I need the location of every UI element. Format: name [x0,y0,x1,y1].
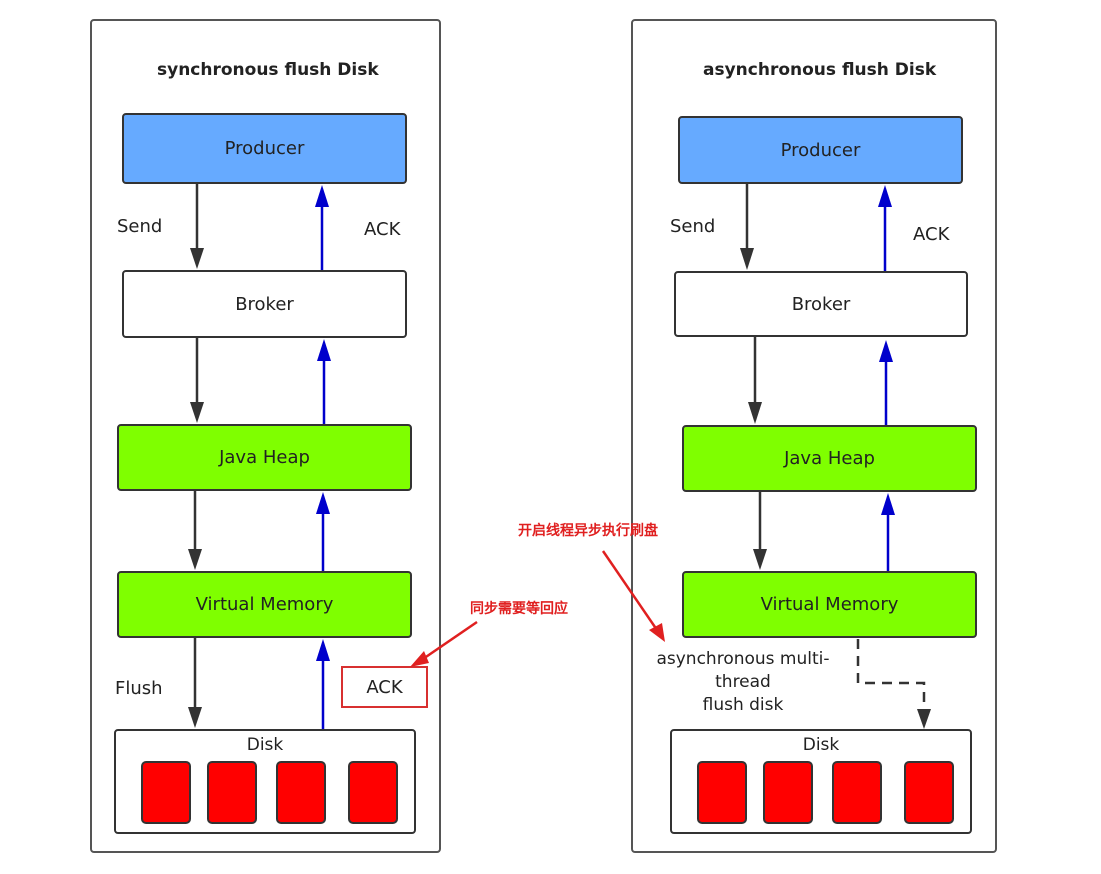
async-heap-to-broker-arrow [879,340,893,425]
sync-wait-annotation: 同步需要等回应 [470,601,568,617]
sync-flush-arrow [188,638,202,728]
async-virtual-memory-box: Virtual Memory [682,571,977,638]
async-send-arrow [740,184,754,270]
disk-block [207,761,257,824]
sync-panel-title: synchronous flush Disk [157,60,379,80]
sync-broker-to-heap-arrow [190,338,204,423]
sync-disk-to-vmem-arrow [316,639,330,729]
sync-send-label: Send [117,216,163,237]
sync-send-arrow [190,184,204,269]
async-flush-dashed-arrow [856,639,931,729]
disk-block [276,761,326,824]
async-heap-to-vmem-arrow [753,492,767,570]
async-producer-box: Producer [678,116,963,184]
async-disk: Disk [670,729,972,834]
sync-vmem-to-heap-arrow [316,492,330,571]
async-vmem-to-heap-arrow [881,493,895,571]
disk-block [904,761,954,824]
sync-producer-box: Producer [122,113,407,184]
async-panel-title: asynchronous flush Disk [703,60,937,80]
disk-block [348,761,398,824]
disk-block [141,761,191,824]
sync-ack-label: ACK [364,219,401,240]
async-java-heap-box: Java Heap [682,425,977,492]
async-flush-note: asynchronous multi- thread flush disk [648,648,838,717]
async-send-label: Send [670,216,716,237]
sync-java-heap-box: Java Heap [117,424,412,491]
sync-virtual-memory-box: Virtual Memory [117,571,412,638]
sync-ack-arrow [315,185,329,270]
sync-heap-to-broker-arrow [317,339,331,424]
async-flush-note-line: asynchronous multi- [656,649,830,669]
sync-annotation-pointer-arrow [410,620,478,667]
disk-block [697,761,747,824]
async-ack-label: ACK [913,224,950,245]
sync-broker-box: Broker [122,270,407,338]
async-broker-box: Broker [674,271,968,337]
sync-disk: Disk [114,729,416,834]
sync-ack-box: ACK [341,666,428,708]
sync-disk-label: Disk [246,735,284,755]
async-annotation-pointer-arrow [601,550,665,642]
async-disk-label: Disk [802,735,840,755]
sync-heap-to-vmem-arrow [188,491,202,570]
async-flush-note-line: thread [715,672,771,692]
async-flush-note-line: flush disk [702,695,784,715]
sync-flush-label: Flush [115,678,163,699]
disk-block [832,761,882,824]
async-thread-annotation: 开启线程异步执行刷盘 [518,523,658,539]
async-broker-to-heap-arrow [748,337,762,424]
disk-block [763,761,813,824]
async-ack-arrow [878,185,892,271]
